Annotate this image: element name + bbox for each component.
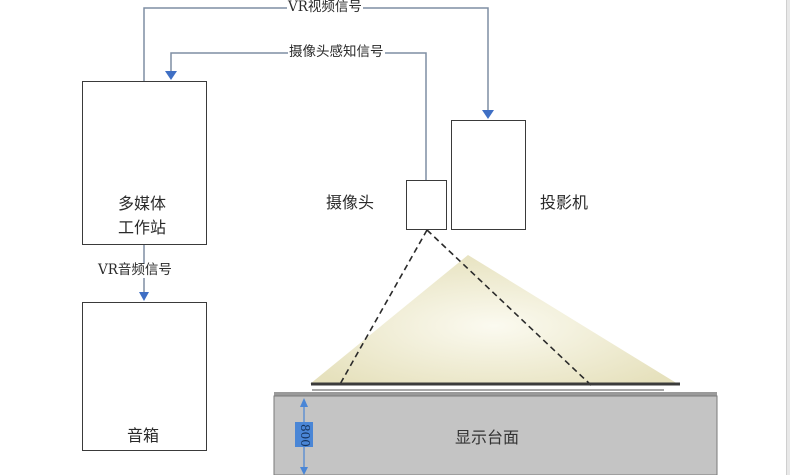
- display-table-top-edge: [274, 392, 717, 397]
- speaker-node: [82, 302, 207, 451]
- vr-audio-arrowhead: [139, 292, 149, 301]
- vr-audio-signal-label: VR音频信号: [97, 262, 173, 278]
- speaker-label: 音箱: [127, 426, 160, 445]
- camera-sense-signal-line: [170, 52, 427, 180]
- projection-light-cone: [310, 255, 678, 384]
- height-dimension-arrow-down: [300, 467, 308, 475]
- height-dimension-arrow-up: [300, 398, 308, 407]
- workstation-label-line1: 多媒体: [118, 194, 167, 213]
- vr-video-signal-label: VR视频信号: [287, 0, 363, 15]
- display-table: [273, 395, 718, 475]
- display-table-label: 显示台面: [455, 428, 520, 447]
- camera-label: 摄像头: [326, 193, 375, 212]
- camera-sense-arrowhead: [165, 71, 177, 80]
- vr-video-arrowhead: [482, 110, 494, 119]
- image-right-border: [786, 0, 790, 475]
- workstation-label-line2: 工作站: [118, 218, 167, 237]
- camera-node: [406, 180, 447, 230]
- workstation-node: [82, 81, 207, 245]
- projector-label: 投影机: [540, 193, 589, 212]
- height-dimension-badge: [295, 422, 313, 447]
- camera-sense-signal-label: 摄像头感知信号: [288, 44, 385, 60]
- projector-node: [451, 120, 526, 230]
- camera-fov-right: [426, 229, 593, 387]
- height-dimension-value: 800: [298, 424, 312, 447]
